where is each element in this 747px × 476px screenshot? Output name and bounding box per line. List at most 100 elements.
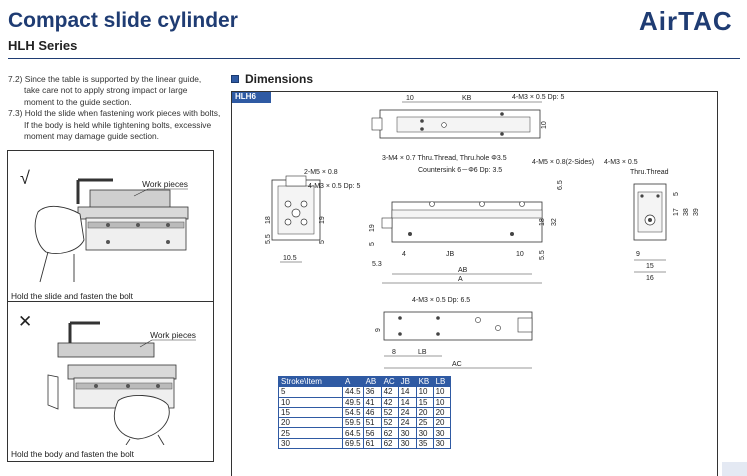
table-cell: 30 bbox=[397, 437, 417, 450]
check-mark-icon: √ bbox=[20, 168, 30, 188]
dim-ac: AC bbox=[452, 361, 462, 368]
table-cell: 25 bbox=[415, 417, 434, 429]
bolt-hole bbox=[136, 223, 140, 227]
table-cell: 54.5 bbox=[342, 406, 364, 419]
note-line: take care not to apply strong impact or … bbox=[24, 85, 188, 96]
end-view-left: 2-M5 × 0.8 4-M3 × 0.5 Dp: 5 18 19 5.5 5 … bbox=[265, 169, 360, 263]
table-cell: 69.5 bbox=[342, 437, 364, 450]
callout-thru-thread: Thru.Thread bbox=[630, 169, 669, 176]
column-header: LB bbox=[432, 375, 451, 388]
callout-m5-2-sides: 4-M5 × 0.8(2-Sides) bbox=[532, 159, 594, 166]
table-cell: 30 bbox=[397, 427, 417, 439]
table-cell: 35 bbox=[415, 437, 434, 450]
table-cell: 10 bbox=[432, 386, 451, 398]
table-cell: 42 bbox=[380, 386, 399, 398]
callout-m3-top: 4-M3 × 0.5 Dp: 5 bbox=[512, 94, 564, 101]
table-cell: 59.5 bbox=[342, 417, 364, 429]
table-cell: 25 bbox=[278, 427, 343, 439]
dim-b8: 8 bbox=[392, 349, 396, 356]
hex-key-icon bbox=[76, 178, 113, 204]
dim-17: 17 bbox=[673, 208, 680, 216]
note-line: 7.3) Hold the slide when fastening work … bbox=[8, 108, 221, 119]
table-cell: 24 bbox=[397, 417, 417, 429]
dim-10: 10 bbox=[406, 95, 414, 102]
dim-side-19: 19 bbox=[369, 224, 376, 232]
dim-4: 4 bbox=[402, 251, 406, 258]
page-corner-tab bbox=[722, 462, 747, 476]
hand-icon bbox=[113, 395, 170, 440]
column-header: Stroke\Item bbox=[278, 375, 343, 388]
note-line: moment may damage guide section. bbox=[24, 131, 160, 142]
table-cell: 10 bbox=[278, 396, 343, 408]
column-header: A bbox=[342, 375, 364, 388]
front-view: 3-M4 × 0.7 Thru.Thread, Thru.hole Φ3.5 C… bbox=[369, 155, 594, 284]
callout-countersink: Countersink 6－Φ6 Dp: 3.5 bbox=[418, 167, 502, 174]
dim-kb: KB bbox=[462, 95, 472, 102]
dim-5-5: 5.5 bbox=[265, 234, 272, 244]
airtac-logo: AirTAC bbox=[639, 6, 732, 36]
dim-side-18: 18 bbox=[539, 218, 546, 226]
work-pieces-label: Work pieces bbox=[150, 330, 196, 340]
callout-m3-right: 4-M3 × 0.5 bbox=[604, 159, 638, 166]
table-cell: 30 bbox=[278, 437, 343, 450]
dim-b9: 9 bbox=[375, 328, 382, 332]
series-subtitle: HLH Series bbox=[8, 38, 78, 53]
table-cell: 24 bbox=[397, 406, 417, 419]
dim-jb: JB bbox=[446, 251, 455, 258]
page-title: Compact slide cylinder bbox=[8, 9, 238, 32]
dim-side-5: 5 bbox=[369, 242, 376, 246]
dim-lb: LB bbox=[418, 349, 427, 356]
table-cell: 30 bbox=[415, 427, 434, 439]
section-bullet-icon bbox=[231, 75, 239, 83]
dim-a: A bbox=[458, 276, 463, 283]
table-cell: 20 bbox=[432, 406, 451, 419]
dim-10-vertical: 10 bbox=[541, 121, 548, 129]
table-cell: 14 bbox=[397, 396, 417, 408]
table-cell: 15 bbox=[415, 396, 434, 408]
bolt-hole bbox=[166, 240, 170, 244]
dim-32: 32 bbox=[551, 218, 558, 226]
dim-19: 19 bbox=[319, 216, 326, 224]
installation-notes: 7.2) Since the table is supported by the… bbox=[8, 74, 230, 142]
wrong-caption: Hold the body and fasten the bolt bbox=[11, 449, 134, 459]
table-cell: 62 bbox=[380, 437, 399, 450]
table-cell: 36 bbox=[362, 386, 382, 398]
note-line: moment to the guide section. bbox=[24, 96, 132, 107]
callout-m4: 3-M4 × 0.7 Thru.Thread, Thru.hole Φ3.5 bbox=[382, 155, 507, 162]
dim-r5: 5 bbox=[673, 192, 680, 196]
guide-rail bbox=[75, 382, 173, 390]
top-view: 10 KB 4-M3 × 0.5 Dp: 5 10 bbox=[371, 94, 564, 139]
correct-mounting-illustration: √ Work pieces bbox=[20, 168, 189, 283]
table-cell: 52 bbox=[380, 406, 399, 419]
wrong-mounting-illustration: ✕ Work pieces bbox=[18, 312, 196, 445]
table-cell: 42 bbox=[380, 396, 399, 408]
bolt-hole bbox=[126, 384, 130, 388]
note-line: If the body is held while tightening bol… bbox=[24, 119, 212, 130]
table-cell: 30 bbox=[432, 427, 451, 439]
end-view-right: 4-M3 × 0.5 Thru.Thread 5 17 38 39 9 15 1… bbox=[604, 159, 700, 282]
callout-m5-left: 2-M5 × 0.8 bbox=[304, 169, 338, 176]
callout-m3-left: 4-M3 × 0.5 Dp: 5 bbox=[308, 183, 360, 190]
column-header: KB bbox=[415, 375, 434, 388]
dim-r15: 15 bbox=[646, 263, 654, 270]
table-cell: 10 bbox=[415, 386, 434, 398]
bolt-hole bbox=[166, 223, 170, 227]
table-cell: 51 bbox=[362, 417, 382, 429]
dim-side-5-5: 5.5 bbox=[539, 250, 546, 260]
dim-r9: 9 bbox=[636, 251, 640, 258]
work-piece bbox=[57, 342, 155, 358]
model-tab: HLH6 bbox=[231, 91, 271, 103]
bolt-hole bbox=[156, 384, 160, 388]
bolt-hole bbox=[106, 223, 110, 227]
table-cell: 14 bbox=[397, 386, 417, 398]
table-cell: 49.5 bbox=[342, 396, 364, 408]
column-header: AC bbox=[380, 375, 399, 388]
table-header-row: Stroke\Item A AB AC JB KB LB bbox=[278, 375, 451, 388]
dim-5-3: 5.3 bbox=[372, 261, 382, 268]
slide-plate bbox=[77, 206, 189, 220]
